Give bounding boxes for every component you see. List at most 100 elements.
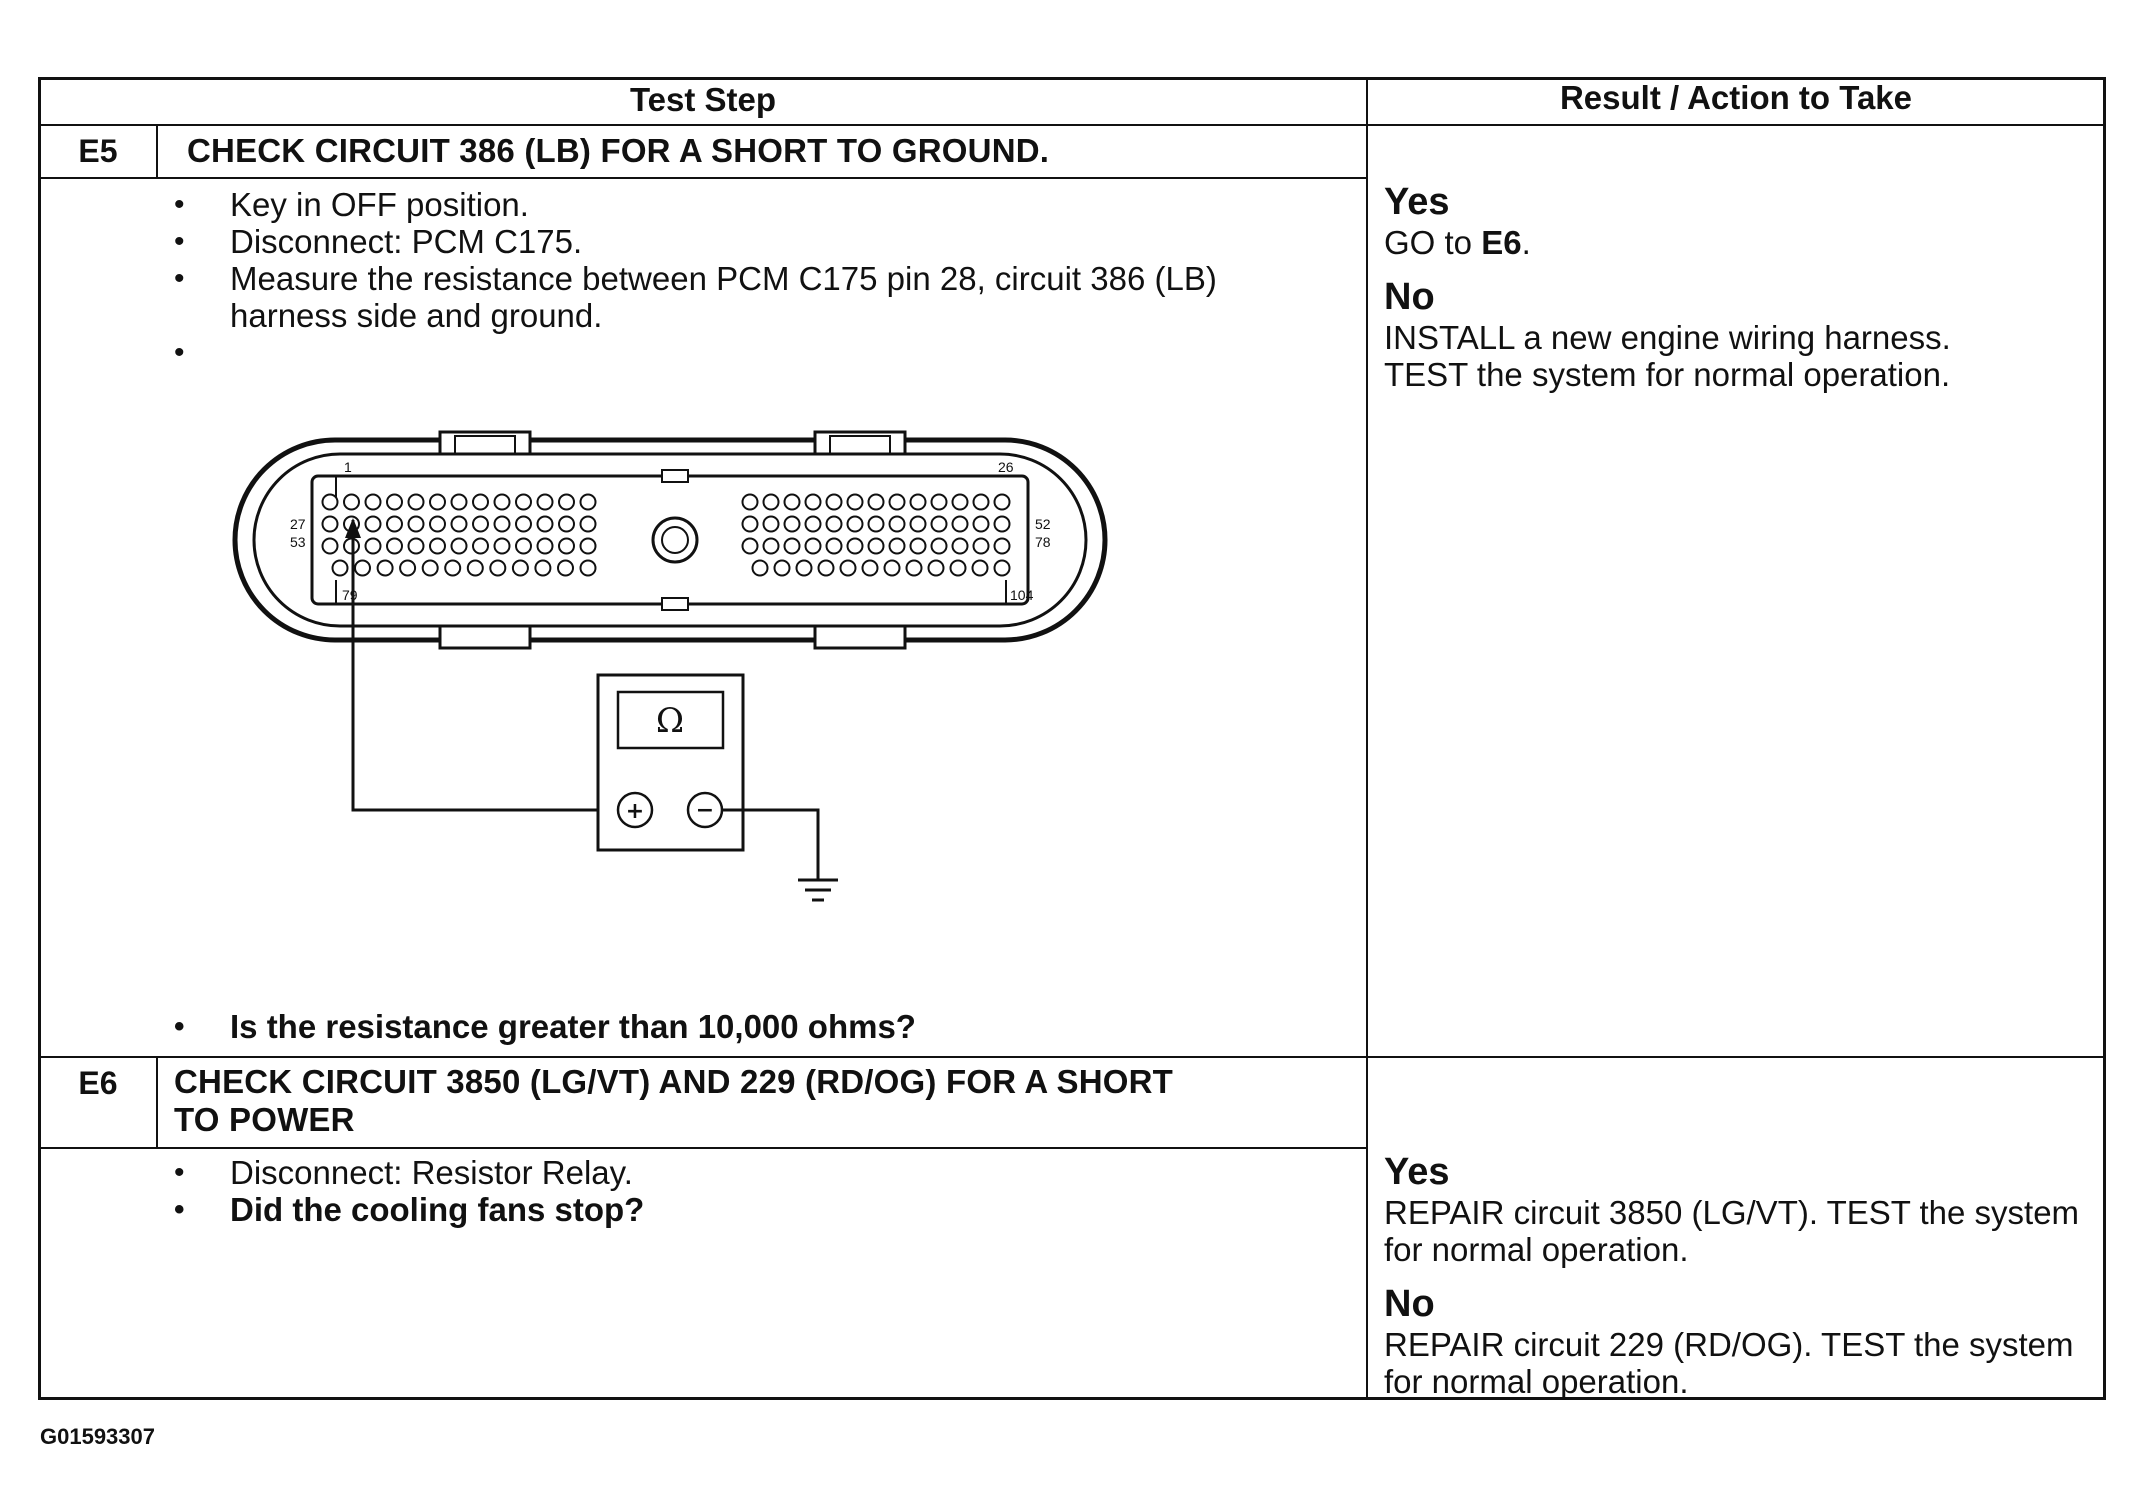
connector-pin	[421, 559, 439, 577]
connector-pin	[825, 515, 843, 533]
e5-bullet-2: Disconnect: PCM C175.	[174, 223, 1304, 260]
connector-pin	[825, 493, 843, 511]
e5-instructions: Key in OFF position. Disconnect: PCM C17…	[174, 186, 1304, 371]
connector-pin	[883, 559, 901, 577]
e5-step-id: E5	[78, 133, 118, 169]
connector-pin	[558, 515, 575, 533]
e6-result: Yes REPAIR circuit 3850 (LG/VT). TEST th…	[1384, 1150, 2084, 1400]
connector-pin	[783, 515, 801, 533]
connector-pin	[450, 493, 468, 511]
e6-instructions: Disconnect: Resistor Relay. Did the cool…	[174, 1154, 1304, 1228]
connector-pin	[972, 515, 990, 533]
connector-pin	[783, 537, 801, 555]
connector-pin	[493, 515, 511, 533]
e5-yes-text: GO to E6.	[1384, 224, 1531, 261]
connector-pin	[972, 493, 990, 511]
connector-pin	[951, 537, 969, 555]
connector-pin	[399, 559, 417, 577]
connector-pin	[515, 493, 532, 511]
connector-outer-shell	[232, 437, 1108, 643]
connector-pin	[450, 537, 468, 555]
connector-pin	[867, 515, 885, 533]
connector-pin	[444, 559, 462, 577]
connector-pin	[579, 515, 597, 533]
connector-pin	[331, 559, 349, 577]
connector-pin	[762, 493, 780, 511]
e5-question-list: Is the resistance greater than 10,000 oh…	[174, 1008, 1304, 1045]
e6-title-divider	[38, 1147, 1368, 1149]
connector-pin	[493, 537, 511, 555]
pin-label-79: 79	[342, 587, 358, 603]
connector-pin	[472, 537, 489, 555]
pin-label-27: 27	[290, 516, 306, 532]
connector-pin	[321, 493, 339, 511]
ohmmeter-display	[616, 690, 725, 750]
e5-bullet-3: Measure the resistance between PCM C175 …	[174, 260, 1304, 334]
connector-pin	[993, 515, 1011, 533]
e5-title-divider	[38, 177, 1368, 179]
connector-pin	[579, 559, 597, 577]
connector-pin	[888, 537, 906, 555]
connector-pin	[762, 515, 780, 533]
connector-pin	[804, 493, 822, 511]
connector-pin	[354, 559, 371, 577]
e6-id-divider	[156, 1056, 158, 1148]
connector-pin	[515, 537, 532, 555]
connector-pin	[846, 537, 864, 555]
e6-step-title: CHECK CIRCUIT 3850 (LG/VT) AND 229 (RD/O…	[174, 1063, 1174, 1138]
connector-pin	[376, 559, 394, 577]
connector-pins	[321, 493, 1011, 577]
connector-pin	[930, 515, 948, 533]
header-result: Result / Action to Take	[1559, 79, 1913, 116]
probe-lead-positive	[351, 520, 635, 812]
connector-pin	[905, 559, 923, 577]
connector-pin	[773, 559, 791, 577]
pin-label-26: 26	[998, 459, 1014, 475]
pin-label-104: 104	[1010, 587, 1034, 603]
connector-inner-shell	[252, 452, 1088, 628]
connector-pin	[839, 559, 857, 577]
connector-pin	[557, 559, 574, 577]
connector-pin	[472, 515, 489, 533]
connector-pin	[909, 493, 927, 511]
connector-pin	[804, 537, 822, 555]
connector-pin	[930, 537, 948, 555]
connector-pin	[951, 493, 969, 511]
connector-pin	[741, 515, 759, 533]
ground-icon	[798, 878, 838, 902]
connector-pin	[762, 537, 780, 555]
connector-pin	[407, 537, 425, 555]
connector-pin	[846, 493, 864, 511]
connector-pin	[489, 559, 507, 577]
pin-label-53: 53	[290, 534, 306, 550]
connector-pin	[364, 537, 382, 555]
connector-pin	[407, 493, 425, 511]
e6-yes-label: Yes	[1384, 1151, 1450, 1193]
e5-step-title: CHECK CIRCUIT 386 (LB) FOR A SHORT TO GR…	[187, 132, 1050, 169]
e5-e6-divider	[38, 1056, 2106, 1058]
connector-pin	[472, 493, 489, 511]
connector-pin	[993, 537, 1011, 555]
connector-pin	[888, 515, 906, 533]
connector-pin	[386, 515, 403, 533]
svg-text:−: −	[696, 798, 714, 823]
e5-yes-target: E6	[1481, 224, 1522, 261]
connector-pin	[466, 559, 484, 577]
connector-pin	[558, 537, 575, 555]
connector-pin	[511, 559, 529, 577]
e6-no-label: No	[1384, 1283, 1435, 1325]
pin-label-52: 52	[1035, 516, 1051, 532]
meter-positive-jack	[616, 791, 654, 829]
connector-pin	[321, 515, 339, 533]
connector-pin	[364, 515, 382, 533]
e6-yes-text: REPAIR circuit 3850 (LG/VT). TEST the sy…	[1384, 1194, 2080, 1268]
e5-no-text-2: TEST the system for normal operation.	[1384, 356, 1951, 393]
connector-pin	[846, 515, 864, 533]
connector-pin	[343, 493, 360, 511]
test-table	[38, 77, 2106, 1400]
connector-pin	[751, 559, 769, 577]
connector-pin	[909, 515, 927, 533]
header-test-step: Test Step	[629, 81, 777, 118]
connector-pin	[972, 537, 990, 555]
e6-bullet-1: Disconnect: Resistor Relay.	[174, 1154, 1304, 1191]
